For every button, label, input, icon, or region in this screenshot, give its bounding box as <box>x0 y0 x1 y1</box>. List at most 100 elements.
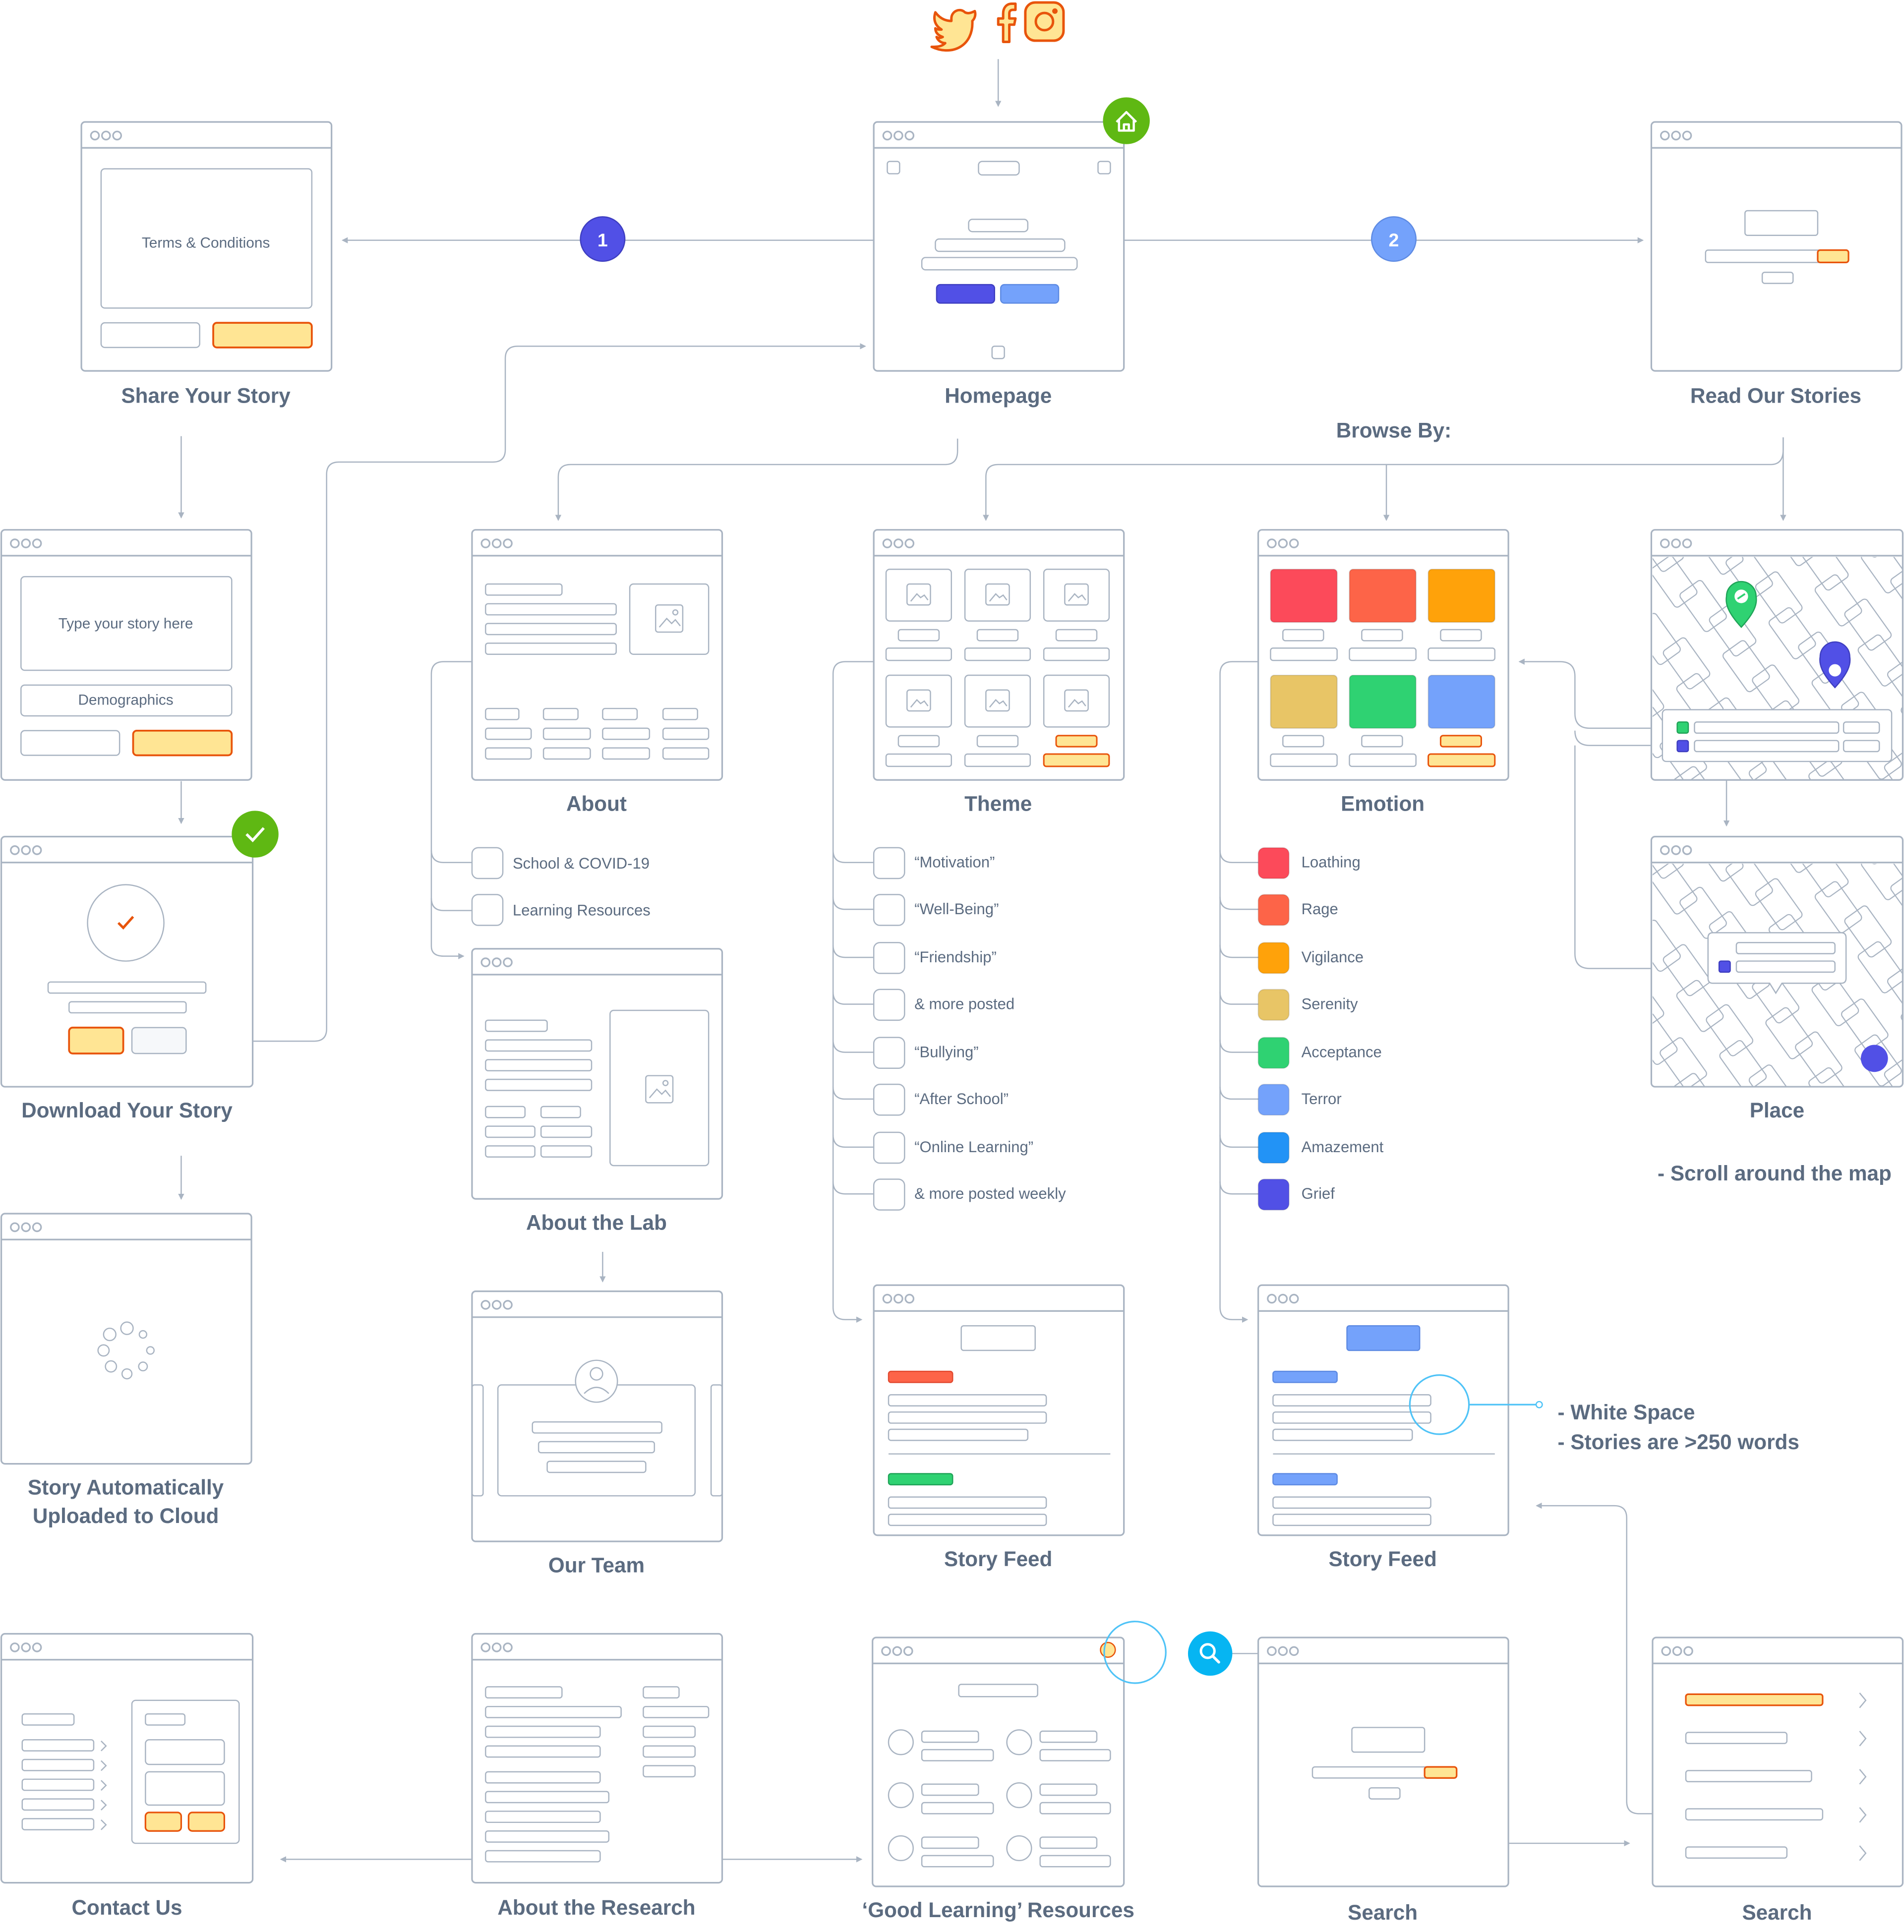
homepage-content <box>887 161 1111 359</box>
frame-resources <box>872 1637 1125 1887</box>
image-icon <box>906 583 931 606</box>
story-feed-theme-content <box>888 1325 1111 1526</box>
emotion-item[interactable]: Serenity <box>1302 995 1358 1012</box>
window-dot-icon <box>503 957 513 967</box>
search-trigger-icon[interactable] <box>1100 1641 1116 1658</box>
window-dot-icon <box>1278 1293 1288 1304</box>
search-a-content <box>1311 1727 1458 1800</box>
window-dot-icon <box>1289 1293 1299 1304</box>
window-dot-icon <box>1660 845 1670 855</box>
window-dot-icon <box>491 1642 502 1652</box>
story-feed-emotion-content <box>1272 1325 1543 1526</box>
contact-button-b[interactable] <box>187 1812 226 1832</box>
emotion-swatch[interactable] <box>1257 989 1290 1021</box>
theme-item[interactable]: “After School” <box>914 1090 1009 1108</box>
search-b-title: Search <box>1742 1901 1812 1924</box>
window-dot-icon <box>480 957 491 967</box>
frame-homepage <box>873 121 1125 372</box>
window-dot-icon <box>21 538 31 548</box>
annotation-line1: - White Space <box>1558 1401 1695 1424</box>
window-dot-icon <box>881 1646 891 1656</box>
location-dot-icon <box>1860 1045 1888 1072</box>
emotion-item[interactable]: Terror <box>1302 1090 1342 1108</box>
checkbox[interactable] <box>873 942 905 974</box>
emotion-swatch[interactable] <box>1257 1083 1290 1116</box>
submit-story-button[interactable] <box>132 729 233 757</box>
avatar-icon <box>575 1359 618 1403</box>
window-dot-icon <box>21 1222 31 1232</box>
theme-item[interactable]: “Bullying” <box>914 1043 978 1060</box>
checkbox[interactable] <box>873 1083 905 1116</box>
window-dot-icon <box>90 130 100 141</box>
checkbox[interactable] <box>873 847 905 879</box>
checkbox[interactable] <box>873 894 905 926</box>
window-dot-icon <box>491 538 502 548</box>
theme-item[interactable]: & more posted weekly <box>914 1185 1066 1202</box>
window-dot-icon <box>503 538 513 548</box>
frame-about <box>471 529 723 781</box>
checkbox[interactable] <box>873 1178 905 1211</box>
emotion-item[interactable]: Loathing <box>1302 854 1361 871</box>
terms-conditions-text[interactable]: Terms & Conditions <box>142 235 270 251</box>
emotion-swatch[interactable] <box>1257 1037 1290 1069</box>
demographics-field[interactable]: Demographics <box>78 692 173 708</box>
frame-story-feed-theme <box>873 1284 1125 1536</box>
our-team-content <box>471 1359 723 1497</box>
emotion-item[interactable]: Amazement <box>1302 1138 1384 1156</box>
search-submit[interactable] <box>1817 249 1849 263</box>
svg-text:2: 2 <box>1389 230 1399 250</box>
window-dot-icon <box>1661 1646 1671 1656</box>
checkbox[interactable] <box>873 1037 905 1069</box>
share-story-content: Terms & Conditions <box>100 168 313 349</box>
window-dot-icon <box>32 1642 42 1652</box>
emotion-item[interactable]: Rage <box>1302 900 1338 918</box>
search-go-button[interactable] <box>1424 1766 1458 1779</box>
search-badge <box>1188 1631 1233 1676</box>
window-dot-icon <box>1267 1293 1277 1304</box>
submit-button[interactable] <box>212 322 313 349</box>
checkbox[interactable] <box>873 989 905 1021</box>
window-dot-icon <box>112 130 122 141</box>
theme-item[interactable]: “Online Learning” <box>914 1138 1033 1156</box>
facebook-icon[interactable] <box>997 2 1017 43</box>
download-button[interactable] <box>68 1026 124 1054</box>
emotion-swatch[interactable] <box>1257 1178 1290 1211</box>
emotion-swatch[interactable] <box>1257 894 1290 926</box>
window-dot-icon <box>480 538 491 548</box>
window-dot-icon <box>503 1300 513 1310</box>
theme-item[interactable]: “Friendship” <box>914 948 997 966</box>
resources-content <box>888 1621 1167 1868</box>
research-content <box>485 1686 710 1863</box>
window-dot-icon <box>21 845 31 855</box>
emotion-item[interactable]: Vigilance <box>1302 948 1364 966</box>
story-input-placeholder[interactable]: Type your story here <box>59 616 193 632</box>
emotion-swatch[interactable] <box>1257 847 1290 879</box>
window-dot-icon <box>1289 1646 1299 1656</box>
checkbox[interactable] <box>873 1131 905 1164</box>
instagram-icon[interactable] <box>1024 1 1065 42</box>
download-title: Download Your Story <box>21 1099 233 1122</box>
contact-button-a[interactable] <box>144 1812 182 1832</box>
about-item-resources[interactable]: Learning Resources <box>513 902 651 919</box>
frame-read <box>1650 121 1903 372</box>
theme-item[interactable]: “Well-Being” <box>914 900 999 918</box>
home-icon <box>1116 111 1137 132</box>
image-icon <box>985 689 1010 712</box>
window-dot-icon <box>1278 1646 1288 1656</box>
theme-item[interactable]: & more posted <box>914 995 1014 1012</box>
search-result-highlighted[interactable] <box>1685 1693 1824 1706</box>
emotion-swatch[interactable] <box>1257 942 1290 974</box>
map-pin-indigo-icon <box>1819 641 1851 689</box>
twitter-icon[interactable] <box>930 8 977 52</box>
about-list: School & COVID-19 Learning Resources <box>471 847 651 926</box>
window-dot-icon <box>10 1642 20 1652</box>
image-icon <box>1064 689 1089 712</box>
emotion-item[interactable]: Grief <box>1302 1185 1335 1202</box>
emotion-swatch[interactable] <box>1257 1131 1290 1164</box>
emotion-item[interactable]: Acceptance <box>1302 1043 1382 1060</box>
share-story-title: Share Your Story <box>121 384 291 408</box>
about-item-covid[interactable]: School & COVID-19 <box>513 855 650 872</box>
frame-contact <box>0 1633 254 1884</box>
theme-item[interactable]: “Motivation” <box>914 854 995 871</box>
